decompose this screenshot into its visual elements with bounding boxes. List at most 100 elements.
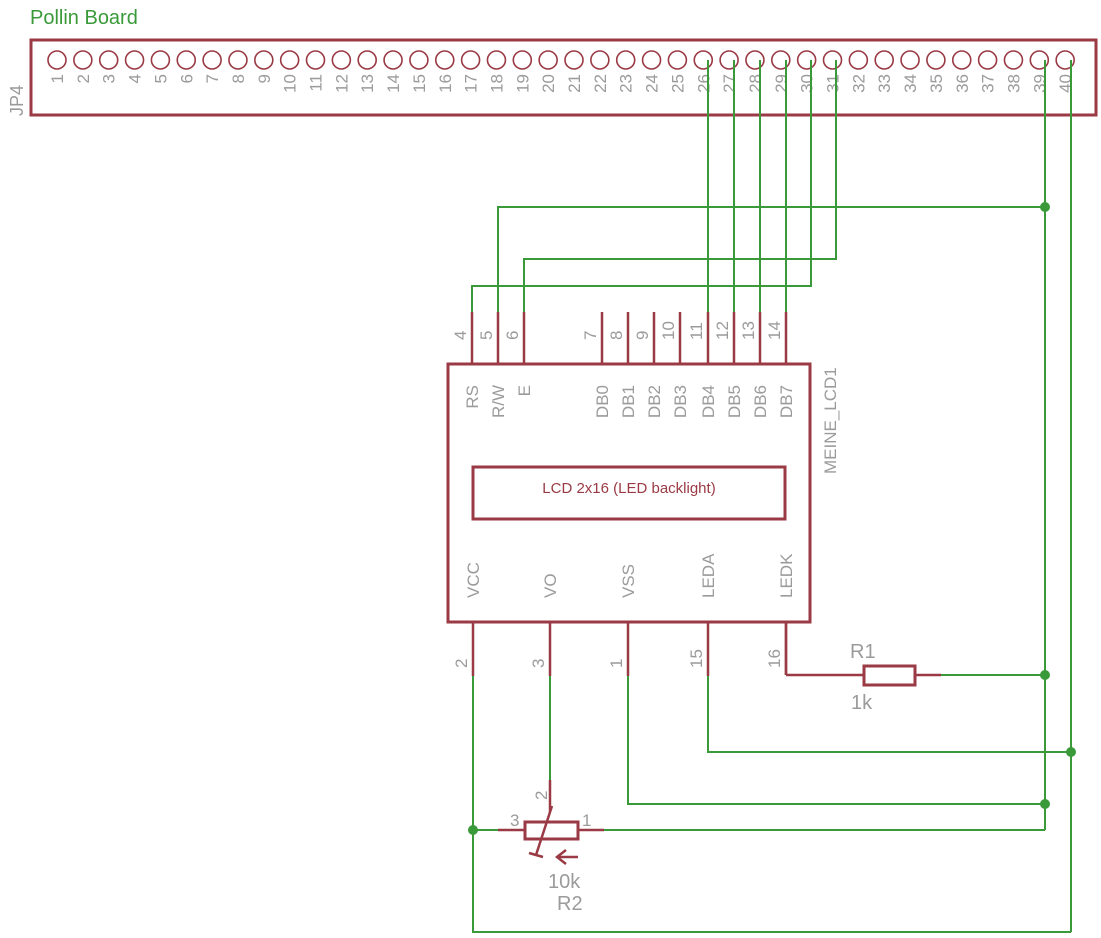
jp4-pin-label: 3 bbox=[100, 74, 119, 83]
jp4-pad bbox=[874, 50, 895, 70]
r2-adjust-foot bbox=[528, 851, 544, 859]
lcd-bottom-pin-number: 2 bbox=[452, 659, 471, 668]
jp4-pad bbox=[564, 50, 584, 70]
jp4-pin-label: 24 bbox=[643, 74, 662, 93]
jp4-pad bbox=[253, 50, 274, 70]
jp4-pin-label: 28 bbox=[746, 74, 765, 93]
jp4-pad bbox=[486, 50, 507, 70]
lcd-bottom-pin-signal: VSS bbox=[619, 564, 638, 598]
jp4-pin-label: 40 bbox=[1056, 74, 1075, 93]
lcd-top-pin-signal: DB6 bbox=[751, 385, 770, 418]
jp4-pad bbox=[641, 50, 662, 70]
board-title: Pollin Board bbox=[30, 7, 138, 29]
jp4-pad bbox=[900, 50, 920, 70]
wire-rs bbox=[471, 60, 812, 314]
jp4-pad bbox=[383, 50, 403, 70]
jp4-pin-label: 10 bbox=[281, 74, 300, 93]
jp4-pad bbox=[228, 50, 248, 70]
lcd-top-pin-signal: R/W bbox=[489, 385, 508, 418]
jp4-pin-label: 23 bbox=[617, 74, 636, 93]
jp4-pad bbox=[796, 50, 817, 70]
junction-dot bbox=[468, 825, 478, 835]
wire-vss bbox=[627, 676, 1045, 805]
jp4-pad bbox=[176, 50, 197, 70]
lcd-display-text: LCD 2x16 (LED backlight) bbox=[542, 480, 715, 497]
jp4-pin-label: 15 bbox=[410, 74, 429, 93]
lcd-top-pin-signal: DB1 bbox=[619, 385, 638, 418]
jp4-pad bbox=[1055, 50, 1075, 70]
jp4-pad bbox=[1003, 50, 1024, 70]
jp4-pin-label: 25 bbox=[668, 74, 687, 93]
junction-dot bbox=[1040, 799, 1050, 809]
lcd-top-pin-signal: RS bbox=[463, 385, 482, 409]
jp4-pin-label: 20 bbox=[539, 74, 558, 93]
jp4-pin-label: 39 bbox=[1030, 74, 1049, 93]
r2-body bbox=[523, 820, 580, 841]
jp4-pad bbox=[150, 50, 171, 70]
r1-value: 1k bbox=[851, 692, 873, 714]
lcd-bottom-pin-signal: VCC bbox=[464, 562, 483, 598]
jp4-pin-label: 29 bbox=[772, 74, 791, 93]
jp4-pad bbox=[667, 50, 688, 70]
wire-e bbox=[523, 60, 837, 314]
jp4-pad bbox=[305, 50, 326, 70]
jp4-pad bbox=[434, 50, 455, 70]
jp4-pad bbox=[357, 50, 378, 70]
jp4-pad bbox=[770, 50, 791, 70]
jp4-pin-label: 17 bbox=[462, 74, 481, 93]
jp4-pin-label: 33 bbox=[875, 74, 894, 93]
jp4-pad bbox=[590, 50, 610, 70]
jp4-pad bbox=[848, 50, 869, 70]
lcd-top-pin-signal: DB3 bbox=[671, 385, 690, 418]
lcd-bottom-pin-signal: LEDK bbox=[777, 553, 796, 598]
jp4-pad bbox=[460, 50, 481, 70]
jp4-pad bbox=[693, 50, 714, 70]
lcd-top-pin-signal: DB0 bbox=[593, 385, 612, 418]
jp4-pad bbox=[124, 50, 145, 70]
lcd-bottom-pin-number: 3 bbox=[529, 659, 548, 668]
jp4-pin-label: 36 bbox=[953, 74, 972, 93]
lcd-bottom-pin-signal: LEDA bbox=[699, 553, 718, 598]
jp4-pad bbox=[926, 50, 946, 70]
r1-body bbox=[862, 664, 917, 687]
jp4-pin-label: 13 bbox=[358, 74, 377, 93]
wire-leda bbox=[707, 676, 1071, 753]
jp4-pad bbox=[73, 50, 93, 70]
jp4-pin-label: 11 bbox=[307, 74, 326, 92]
jp4-pin-label: 18 bbox=[487, 74, 506, 93]
jp4-pin-label: 27 bbox=[720, 74, 739, 93]
junction-group bbox=[468, 202, 1076, 835]
jp4-pin-label: 4 bbox=[126, 74, 145, 83]
lcd-top-pin-number: 4 bbox=[451, 331, 470, 340]
lcd-top-pin-number: 5 bbox=[477, 331, 496, 340]
jp4-pad bbox=[719, 50, 739, 70]
lcd-part-name: MEINE_LCD1 bbox=[821, 367, 840, 474]
jp4-pin-label: 19 bbox=[513, 74, 532, 93]
jp4-pin-label: 32 bbox=[849, 74, 868, 93]
wire-group bbox=[471, 60, 1072, 933]
lcd-top-pin-signal: DB7 bbox=[777, 385, 796, 418]
wire-vcc-loop bbox=[472, 676, 1071, 933]
lcd-top-pin-number: 14 bbox=[765, 321, 784, 340]
lcd-top-pin-number: 6 bbox=[503, 331, 522, 340]
jp4-pad bbox=[951, 50, 972, 70]
lcd-bottom-pin-number: 16 bbox=[765, 649, 784, 668]
wire-rw bbox=[497, 206, 1045, 314]
lcd-top-pin-number: 9 bbox=[633, 331, 652, 340]
jp4-pin-label: 37 bbox=[979, 74, 998, 93]
jp4-pad bbox=[98, 50, 119, 70]
jp4-pad bbox=[47, 50, 67, 70]
lcd-top-pin-number: 13 bbox=[739, 321, 758, 340]
lcd-top-pin-number: 8 bbox=[607, 331, 626, 340]
lcd-display-window bbox=[471, 465, 787, 521]
jp4-pin-label: 31 bbox=[824, 74, 843, 93]
junction-dot bbox=[1040, 202, 1050, 212]
jp4-pin-label: 21 bbox=[565, 74, 584, 93]
jp4-pad bbox=[202, 50, 222, 70]
jp4-pin-label: 12 bbox=[332, 74, 351, 93]
jp4-pin-label: 2 bbox=[74, 74, 93, 83]
lcd-top-pin-signal: DB4 bbox=[699, 385, 718, 418]
jp4-pad bbox=[279, 50, 300, 70]
